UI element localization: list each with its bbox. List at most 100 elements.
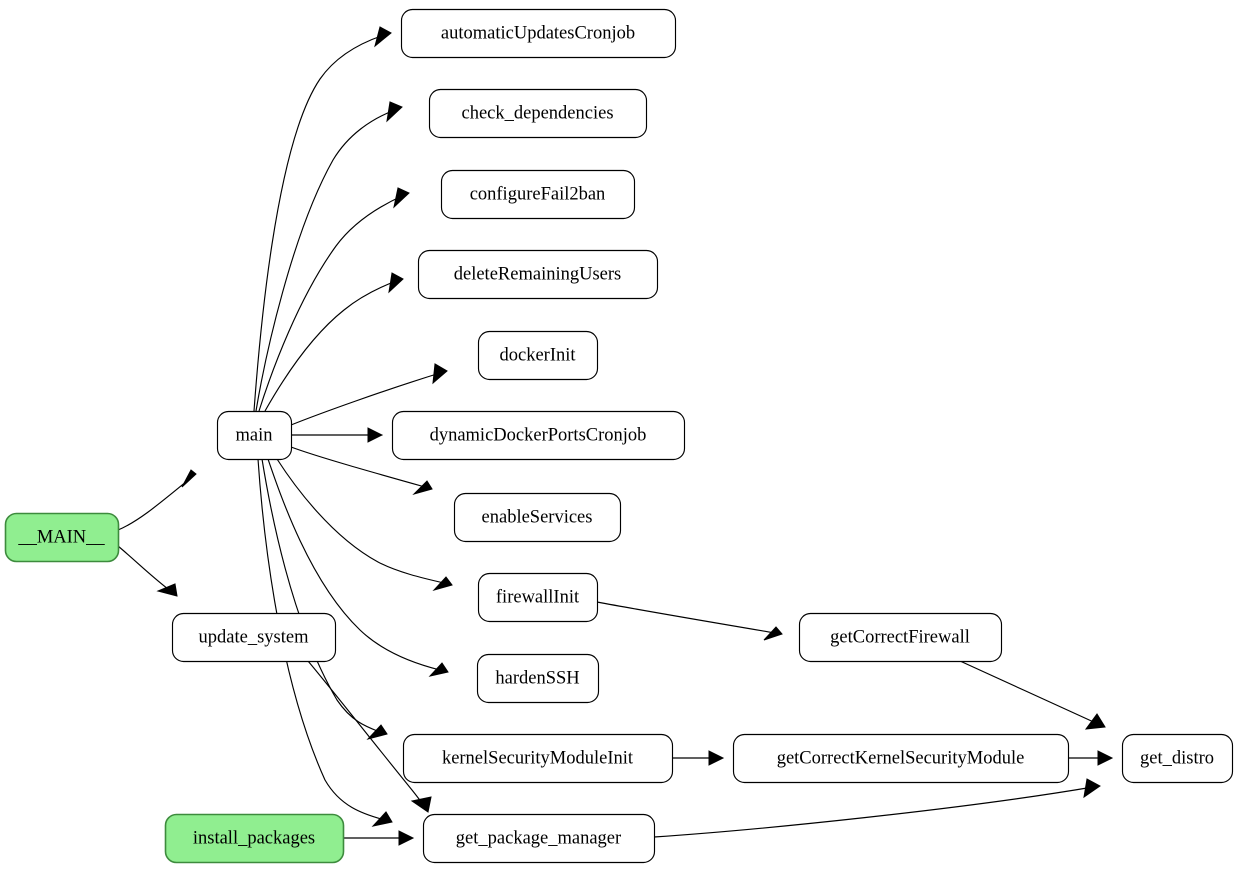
graph-node-configFail2ban[interactable]: configureFail2ban	[440, 169, 636, 220]
arrowhead-icon	[432, 576, 453, 591]
arrowhead-icon	[156, 583, 178, 597]
arrowhead-icon	[432, 363, 448, 385]
graph-node-check_deps[interactable]: check_dependencies	[428, 88, 648, 139]
node-label: automaticUpdatesCronjob	[441, 23, 635, 43]
edge-line	[117, 545, 173, 593]
node-label: get_distro	[1140, 748, 1214, 768]
graph-node-get_distro[interactable]: get_distro	[1121, 733, 1234, 784]
node-label: hardenSSH	[495, 668, 579, 688]
nodes-layer: __MAIN__ main update_system install_package…	[4, 8, 1234, 864]
edge-line	[257, 458, 386, 821]
node-box[interactable]	[422, 813, 656, 864]
node-box[interactable]	[417, 249, 659, 300]
edge-line	[258, 195, 403, 412]
edge-line	[307, 660, 425, 807]
node-box[interactable]	[391, 410, 686, 461]
node-label: dockerInit	[499, 345, 576, 365]
edge-main-to-dockerInit	[290, 363, 448, 426]
graph-node-dynDockPorts[interactable]: dynamicDockerPortsCronjob	[391, 410, 686, 461]
node-box[interactable]	[4, 512, 120, 563]
edge-line	[255, 109, 396, 412]
edge-line	[653, 786, 1094, 838]
node-box[interactable]	[732, 733, 1070, 784]
graph-node-enableServices[interactable]: enableServices	[453, 492, 622, 543]
node-label: install_packages	[193, 828, 315, 848]
edge-firewallInit-to-getCorrFw	[596, 601, 783, 641]
node-box[interactable]	[216, 410, 293, 461]
graph-node-dockerInit[interactable]: dockerInit	[477, 330, 599, 381]
edge-main-to-configFail2ban	[258, 187, 410, 412]
edge-main-to-delRemUsers	[264, 272, 404, 412]
arrowhead-icon	[410, 796, 432, 813]
edge-line	[117, 476, 193, 531]
node-label: kernelSecurityModuleInit	[442, 748, 634, 768]
edges-layer	[117, 26, 1114, 846]
node-box[interactable]	[798, 612, 1003, 663]
arrowhead-icon	[428, 662, 449, 677]
graph-node-delRemUsers[interactable]: deleteRemainingUsers	[417, 249, 659, 300]
edge-main-to-getPkgMgr	[257, 458, 393, 827]
arrowhead-icon	[412, 480, 433, 495]
graph-node-update_system[interactable]: update_system	[171, 612, 337, 663]
edge-getCorrFw-to-get_distro	[959, 660, 1106, 730]
graph-node-kernSecInit[interactable]: kernelSecurityModuleInit	[402, 733, 674, 784]
edge-line	[290, 446, 426, 488]
edge-line	[253, 34, 385, 412]
node-label: getCorrectKernelSecurityModule	[777, 748, 1025, 768]
edge-line	[264, 280, 397, 412]
edge-main-to-hardenSSH	[267, 458, 449, 677]
node-box[interactable]	[428, 88, 648, 139]
node-box[interactable]	[400, 8, 677, 59]
arrowhead-icon	[374, 26, 392, 48]
edge-main-to-enableServices	[290, 446, 433, 495]
graph-node-getPkgMgr[interactable]: get_package_manager	[422, 813, 656, 864]
edge-main-to-check_deps	[255, 101, 403, 412]
node-box[interactable]	[164, 813, 345, 864]
node-box[interactable]	[476, 653, 600, 704]
node-box[interactable]	[402, 733, 674, 784]
edge-main_entry-to-update_system	[117, 545, 178, 597]
node-label: getCorrectFirewall	[830, 627, 970, 647]
arrowhead-icon	[371, 811, 393, 827]
graph-node-firewallInit[interactable]: firewallInit	[477, 572, 599, 623]
node-box[interactable]	[171, 612, 337, 663]
arrowhead-icon	[1097, 750, 1114, 766]
edge-update_system-to-getPkgMgr	[307, 660, 432, 813]
graph-node-getCorrKsm[interactable]: getCorrectKernelSecurityModule	[732, 733, 1070, 784]
arrowhead-icon	[388, 272, 404, 294]
edge-main_entry-to-main	[117, 469, 197, 531]
edge-line	[290, 372, 441, 426]
node-box[interactable]	[477, 330, 599, 381]
node-label: deleteRemainingUsers	[454, 264, 621, 284]
edge-line	[276, 458, 445, 584]
node-label: dynamicDockerPortsCronjob	[430, 425, 647, 445]
graph-node-autoUpdCron[interactable]: automaticUpdatesCronjob	[400, 8, 677, 59]
edge-main-to-firewallInit	[276, 458, 453, 591]
edge-main-to-dynDockPorts	[291, 427, 384, 443]
node-label: main	[236, 425, 273, 445]
node-box[interactable]	[1121, 733, 1234, 784]
graph-node-hardenSSH[interactable]: hardenSSH	[476, 653, 600, 704]
graph-node-main[interactable]: main	[216, 410, 293, 461]
edge-kernSecInit-to-getCorrKsm	[672, 750, 725, 766]
arrowhead-icon	[393, 187, 410, 209]
node-box[interactable]	[477, 572, 599, 623]
arrowhead-icon	[386, 101, 403, 123]
edge-install_packages-to-getPkgMgr	[343, 830, 415, 846]
node-label: enableServices	[482, 507, 593, 527]
arrowhead-icon	[1083, 778, 1101, 799]
node-box[interactable]	[453, 492, 622, 543]
edge-line	[596, 601, 776, 634]
node-label: configureFail2ban	[470, 184, 606, 204]
graph-node-getCorrFw[interactable]: getCorrectFirewall	[798, 612, 1003, 663]
edge-main-to-kernSecInit	[261, 458, 388, 740]
graph-node-install_packages[interactable]: install_packages	[164, 813, 345, 864]
arrowhead-icon	[708, 750, 725, 766]
graph-node-main_entry[interactable]: __MAIN__	[4, 512, 120, 563]
node-label: update_system	[199, 627, 310, 647]
node-box[interactable]	[440, 169, 636, 220]
edge-main-to-autoUpdCron	[253, 26, 392, 412]
edge-line	[261, 458, 381, 733]
